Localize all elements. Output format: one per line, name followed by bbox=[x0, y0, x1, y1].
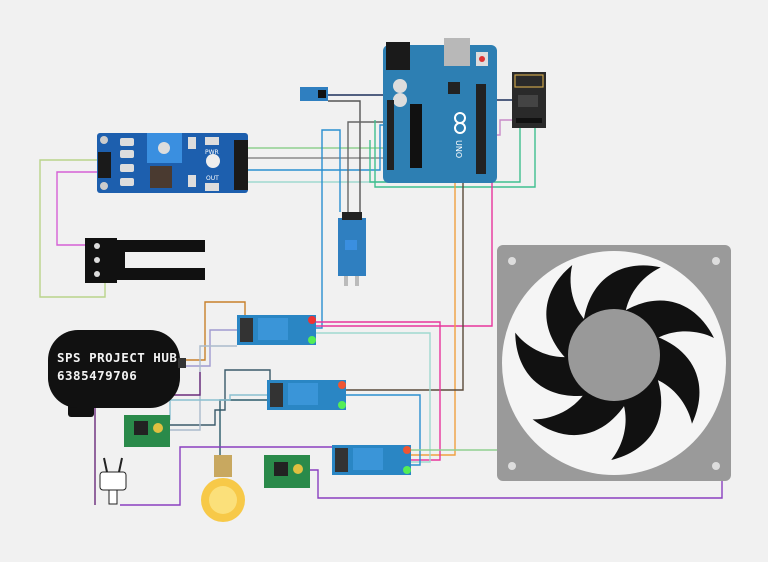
pump-label-line2: 6385479706 bbox=[57, 368, 138, 383]
wire bbox=[316, 129, 341, 329]
soil-probe bbox=[85, 238, 205, 283]
relay-module-3 bbox=[332, 445, 411, 475]
light-bulb bbox=[201, 455, 245, 522]
water-pump bbox=[48, 330, 186, 417]
pwr-label: PWR bbox=[205, 149, 219, 156]
wire bbox=[345, 164, 480, 391]
small-sensor-module bbox=[300, 87, 328, 101]
out-label: OUT bbox=[206, 175, 219, 182]
wire bbox=[410, 149, 483, 456]
wire bbox=[169, 394, 267, 420]
cooling-fan bbox=[497, 245, 731, 481]
wire bbox=[56, 171, 97, 246]
wire bbox=[328, 100, 361, 212]
wire bbox=[180, 301, 246, 361]
wire bbox=[180, 329, 237, 367]
soil-moisture-module: PWR OUT bbox=[97, 133, 248, 193]
wire bbox=[219, 399, 267, 460]
board-label: UNO bbox=[454, 140, 463, 158]
relay-module-2 bbox=[267, 380, 346, 410]
power-supply-module-1 bbox=[124, 415, 170, 447]
relay-module-1 bbox=[237, 315, 316, 345]
ac-plug bbox=[99, 457, 127, 505]
wire bbox=[345, 394, 421, 466]
wire bbox=[170, 369, 271, 426]
esp8266-wifi-module bbox=[512, 72, 546, 128]
wire bbox=[316, 321, 441, 461]
pump-label-line1: SPS PROJECT HUB bbox=[57, 350, 178, 365]
wire bbox=[347, 121, 392, 212]
wire bbox=[310, 463, 723, 499]
wire bbox=[39, 159, 106, 298]
power-supply-module-2 bbox=[264, 455, 310, 488]
arduino-uno-board: UNO bbox=[383, 38, 497, 183]
ir-sensor-module bbox=[338, 212, 366, 286]
arduino-logo-icon bbox=[454, 112, 466, 134]
